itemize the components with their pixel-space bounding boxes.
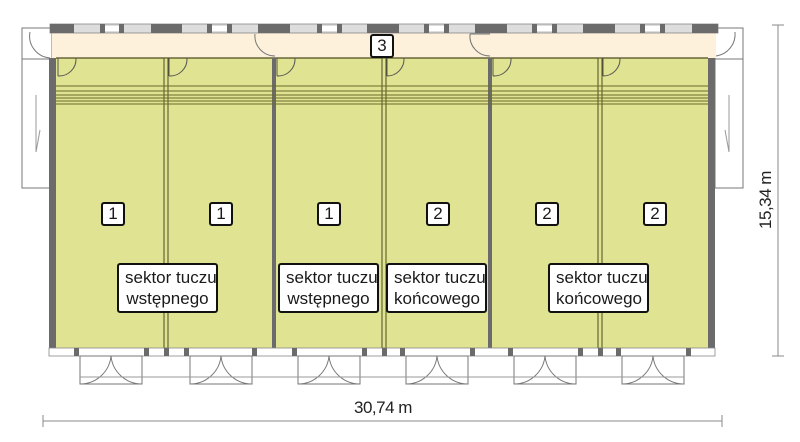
sector-label-line1: sektor tuczu [125, 268, 217, 287]
depth-dimension-label: 15,34 m [756, 171, 775, 229]
left-wall [49, 58, 56, 356]
sector-label-line1: sektor tuczu [286, 268, 378, 287]
sector-label: sektor tuczu końcowego [386, 263, 487, 313]
sector-label: sektor tuczu końcowego [548, 263, 649, 313]
pen-number-label: 2 [643, 202, 667, 226]
pen-number-label: 1 [209, 202, 233, 226]
sector-label-line2: wstępnego [287, 289, 370, 308]
sector-label-line2: końcowego [556, 289, 643, 308]
sector-label: sektor tuczu wstępnego [278, 263, 379, 313]
top-wall [49, 23, 719, 34]
pen-number-label: 1 [101, 202, 125, 226]
sector-label: sektor tuczu wstępnego [117, 263, 218, 313]
feeder-stripes [56, 85, 708, 105]
pen-number-label: 1 [317, 202, 341, 226]
corridor-number-label: 3 [370, 34, 394, 58]
pen-number-label: 2 [535, 202, 559, 226]
right-annex [714, 27, 744, 189]
sector-label-line1: sektor tuczu [394, 268, 486, 287]
corridor-doors [254, 33, 491, 57]
sector-label-line2: końcowego [394, 289, 481, 308]
pen-gate-arcs [57, 57, 621, 77]
bottom-wall [48, 347, 716, 357]
width-dimension-label: 30,74 m [354, 398, 412, 417]
sector-label-line1: sektor tuczu [556, 268, 648, 287]
right-wall [708, 58, 715, 356]
exterior-doors [79, 355, 685, 385]
left-annex [21, 27, 53, 189]
pen-number-label: 2 [426, 202, 450, 226]
sector-label-line2: wstępnego [126, 289, 209, 308]
dimension-lines [42, 24, 784, 427]
